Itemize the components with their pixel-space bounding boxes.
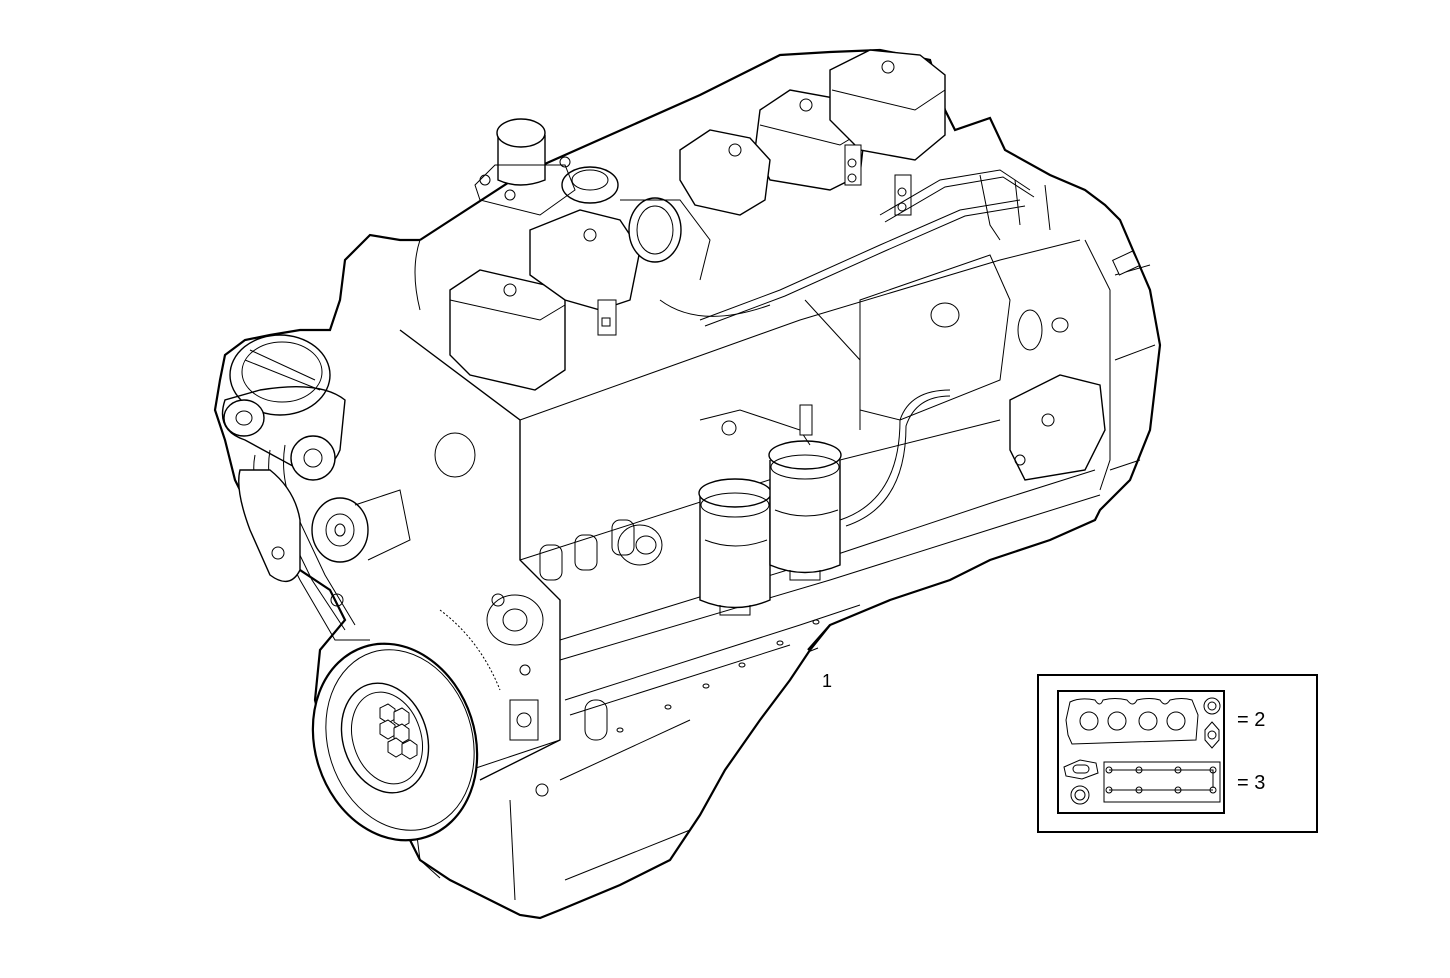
rail-bolt-holes — [616, 619, 820, 733]
timing-cover-details — [486, 593, 549, 797]
flywheel-housing — [1084, 239, 1156, 491]
fuel-filters — [698, 389, 951, 616]
crankshaft-pulley — [311, 609, 501, 842]
callout-1-leader — [807, 647, 819, 653]
alternator — [229, 334, 331, 416]
callout-label-1: 1 — [822, 671, 833, 691]
gasket-kit-3-label: = 3 — [1237, 772, 1266, 794]
idler-pulley — [223, 399, 336, 481]
engine-outline — [213, 48, 1162, 920]
gasket-kit-inner-frame — [1057, 690, 1225, 814]
gasket-kit-2-label: = 2 — [1237, 709, 1266, 731]
intake-elbow — [561, 166, 711, 281]
pulley-hub-bolts — [379, 703, 418, 760]
oil-filler-cap — [474, 118, 576, 216]
pipe-clamps — [597, 144, 912, 336]
injection-pump — [859, 254, 1106, 481]
belt-tensioner — [238, 469, 411, 607]
valve-covers — [449, 49, 946, 391]
